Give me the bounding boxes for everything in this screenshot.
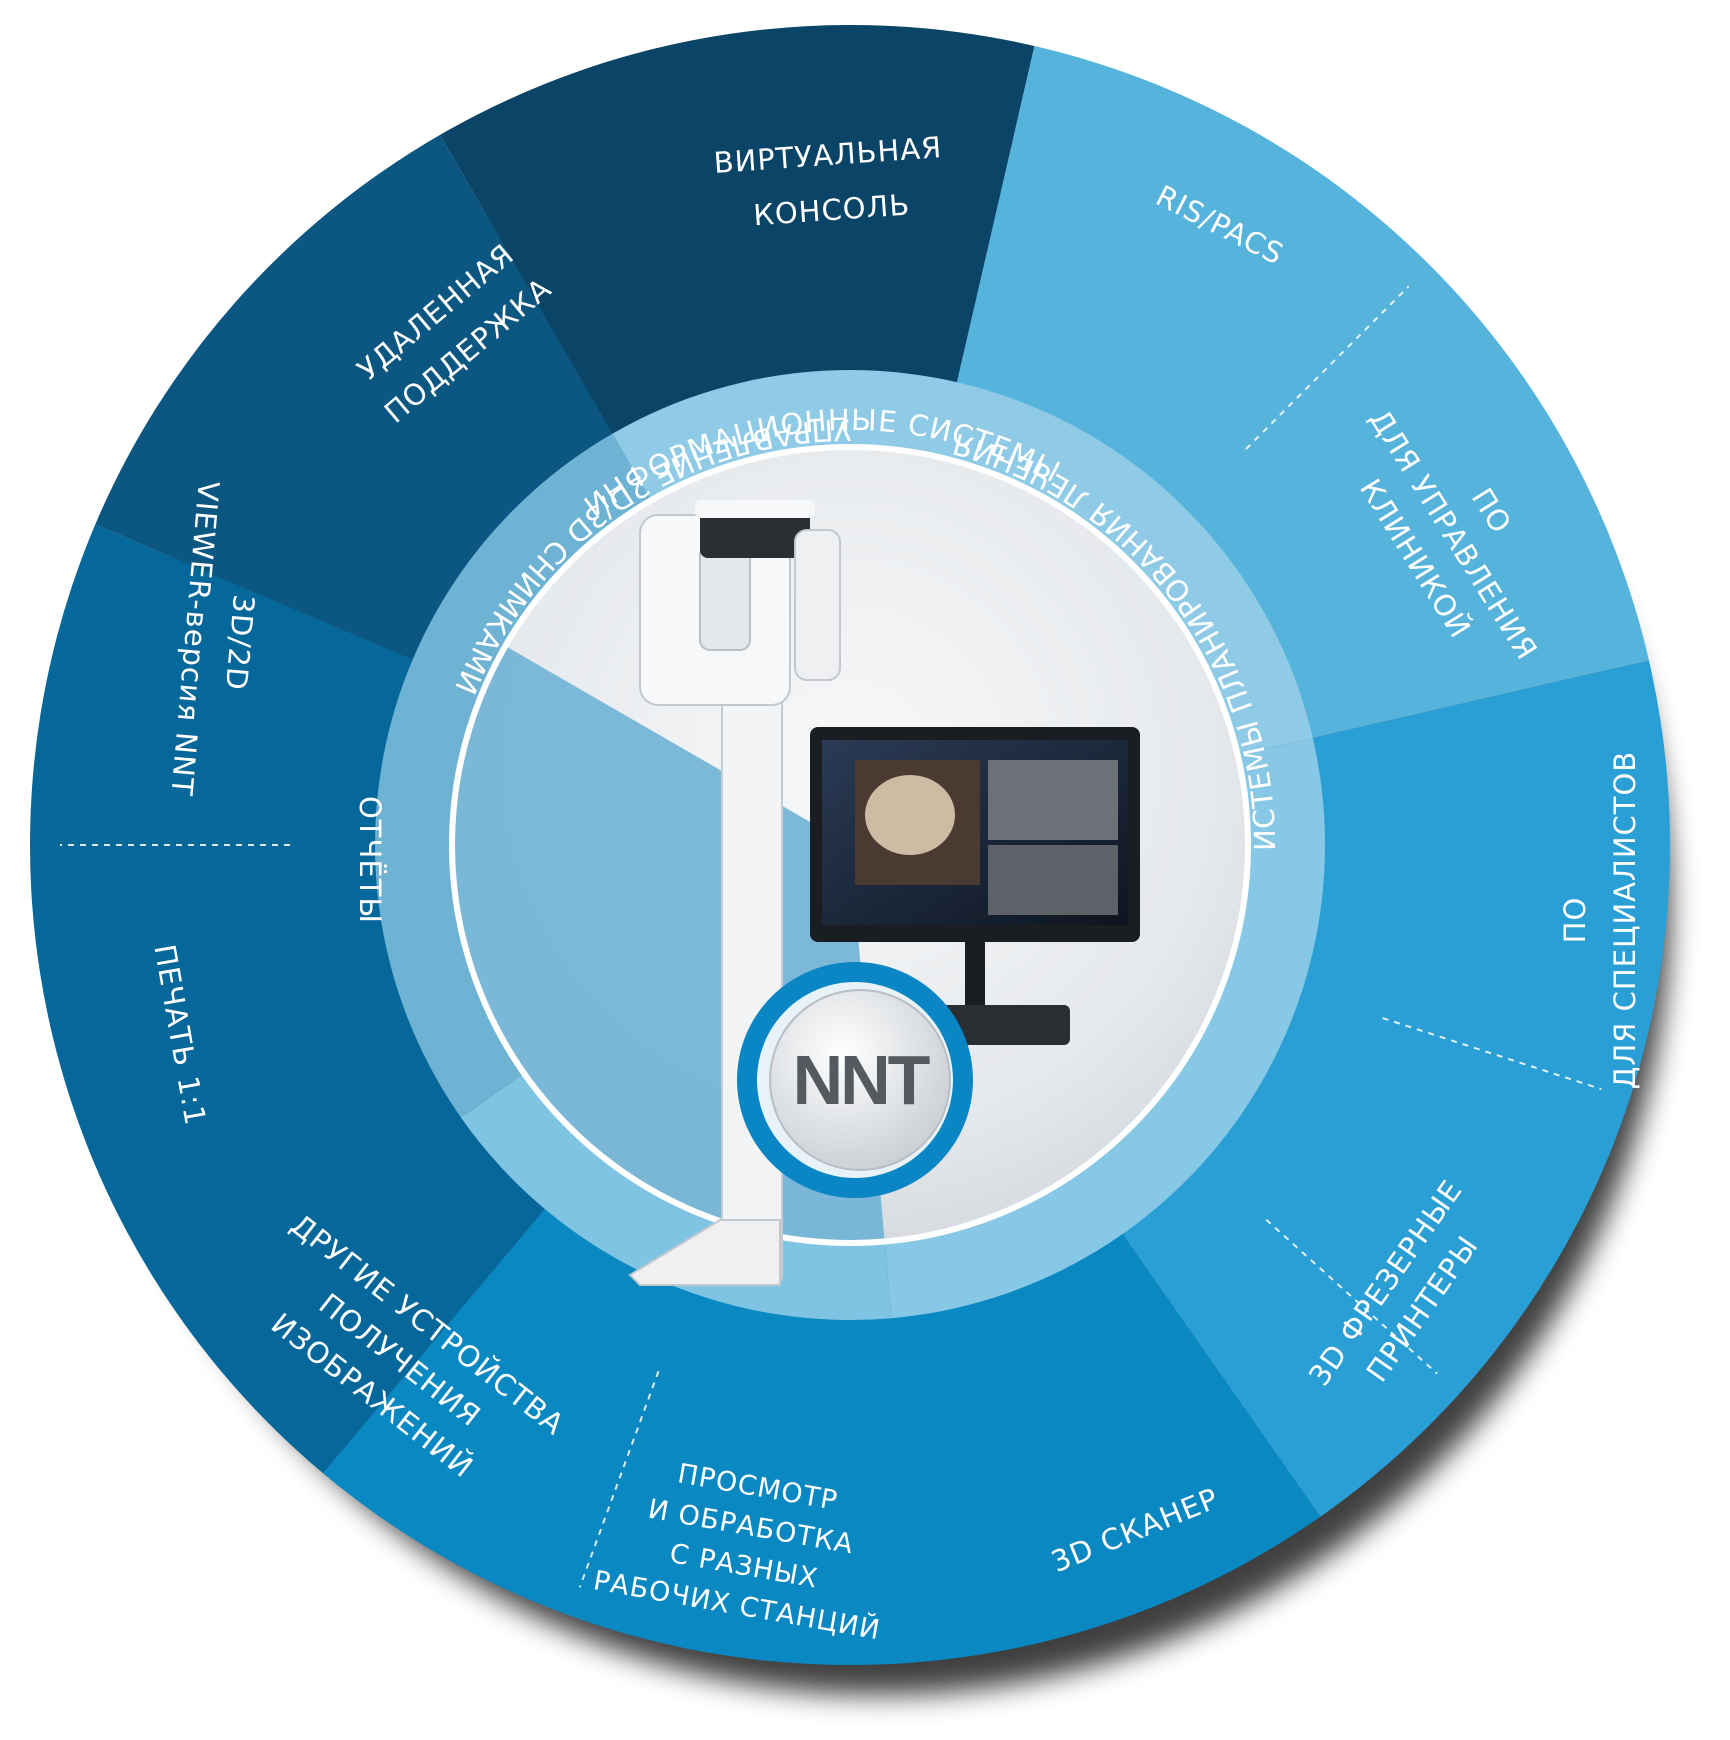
sector-virtual-console bbox=[440, 25, 1035, 438]
category-reports-label: ОТЧЁТЫ bbox=[353, 796, 387, 924]
segment-dividers bbox=[60, 285, 1602, 1588]
nnt-logo: NNT bbox=[737, 962, 973, 1198]
sector-planning-systems bbox=[1119, 660, 1670, 1517]
logo-text: NNT bbox=[793, 1041, 930, 1119]
category-ring-reports bbox=[374, 433, 653, 1118]
outer-ring bbox=[30, 25, 1670, 1665]
segment-specialist-software: ПО ДЛЯ СПЕЦИАЛИСТОВ bbox=[1558, 751, 1642, 1089]
category-ring-planning bbox=[884, 738, 1325, 1319]
category-ring bbox=[374, 370, 1325, 1321]
specialist-software-line1: ПО bbox=[1558, 897, 1592, 944]
sector-image-management bbox=[322, 1205, 1321, 1665]
sector-information-systems bbox=[955, 46, 1649, 740]
sector-remote-support bbox=[95, 134, 615, 662]
center-edge bbox=[449, 444, 1251, 1246]
divider-specialist-printers bbox=[1382, 1017, 1602, 1091]
divider-ris-clinic bbox=[1245, 285, 1410, 450]
divider-printers-scanner bbox=[1265, 1218, 1438, 1375]
xray-unit-illustration bbox=[628, 500, 1140, 1286]
category-ring-images bbox=[460, 1071, 892, 1321]
viewer-line1: 3D/2D bbox=[219, 593, 261, 692]
category-ring-info bbox=[612, 370, 1313, 757]
divider-workstations-devices bbox=[578, 1370, 660, 1588]
sector-reports bbox=[30, 524, 548, 1474]
specialist-software-line2: ДЛЯ СПЕЦИАЛИСТОВ bbox=[1608, 751, 1642, 1089]
